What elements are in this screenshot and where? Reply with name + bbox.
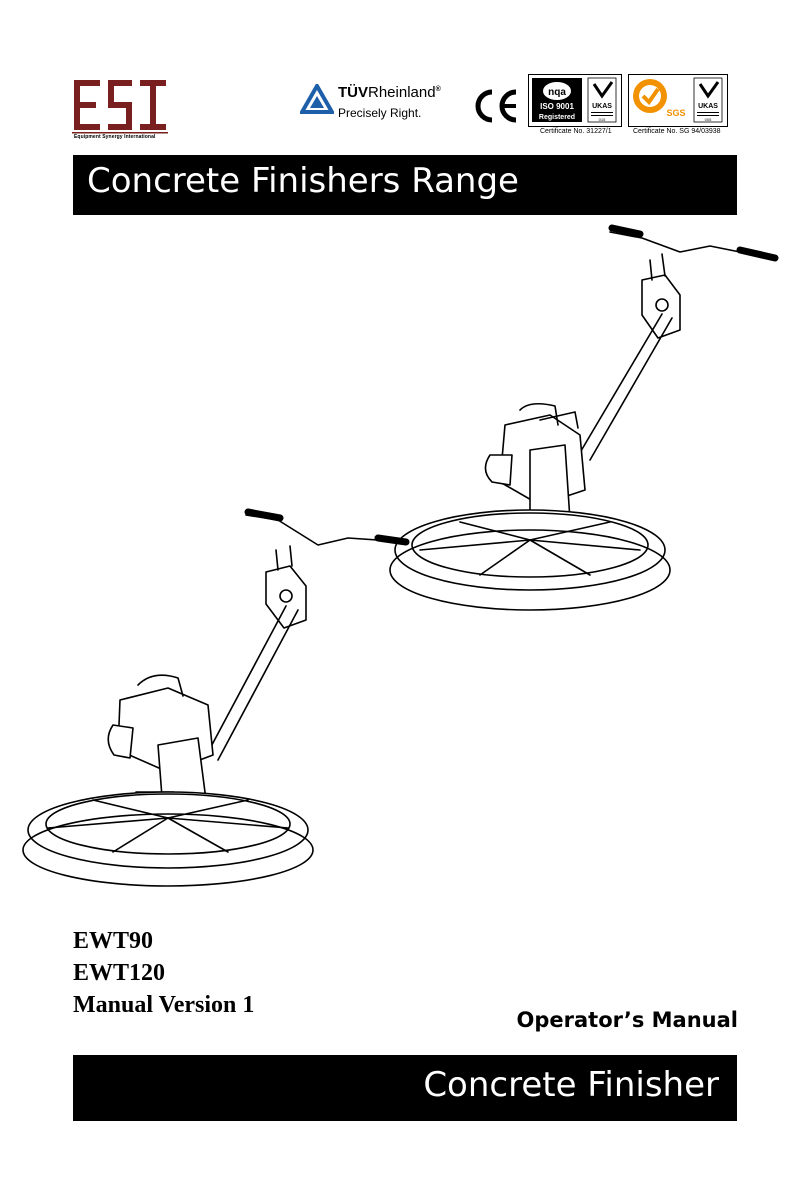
svg-text:015: 015 <box>599 117 606 122</box>
footer-banner: Concrete Finisher <box>73 1055 737 1121</box>
model-item: EWT90 <box>73 928 154 954</box>
svg-text:Registered: Registered <box>539 114 575 121</box>
tuv-tagline: Precisely Right. <box>338 106 422 120</box>
registered-mark: ® <box>435 86 441 93</box>
svg-text:005: 005 <box>705 117 712 122</box>
title-banner: Concrete Finishers Range <box>73 155 737 215</box>
manual-version: Manual Version 1 <box>73 992 255 1018</box>
power-trowel-illustration-large <box>389 224 779 611</box>
title-banner-text: Concrete Finishers Range <box>87 161 519 201</box>
model-list: EWT90 EWT120 Manual Version 1 <box>73 925 254 1021</box>
svg-text:nqa: nqa <box>548 87 566 98</box>
svg-text:UKAS: UKAS <box>592 103 612 110</box>
tuv-brand-bold: TÜV <box>338 84 368 101</box>
logo-subtitle: Equipment Synergy International <box>74 134 156 140</box>
tuv-triangle-icon <box>300 84 334 114</box>
svg-text:ISO 9001: ISO 9001 <box>540 102 574 111</box>
svg-text:UKAS: UKAS <box>698 103 718 110</box>
svg-text:SGS: SGS <box>666 108 685 118</box>
model-item: EWT120 <box>73 960 166 986</box>
sgs-certification-badge: SGS UKAS 005 <box>628 74 728 127</box>
tuv-brand-light: Rheinland <box>368 84 436 101</box>
esi-logo <box>72 80 168 134</box>
nqa-iso9001-certification-badge: nqa ISO 9001 Registered UKAS 015 <box>528 74 622 127</box>
ce-mark-icon <box>475 89 517 123</box>
document-type: Operator’s Manual <box>516 1008 738 1032</box>
tuv-rheinland-logo: TÜVRheinland® Precisely Right. <box>300 82 470 126</box>
power-trowel-illustration-small <box>22 508 410 887</box>
cert2-number: Certificate No. SG 94/03938 <box>633 128 721 135</box>
cert1-number: Certificate No. 31227/1 <box>540 128 612 135</box>
footer-banner-text: Concrete Finisher <box>423 1065 719 1105</box>
